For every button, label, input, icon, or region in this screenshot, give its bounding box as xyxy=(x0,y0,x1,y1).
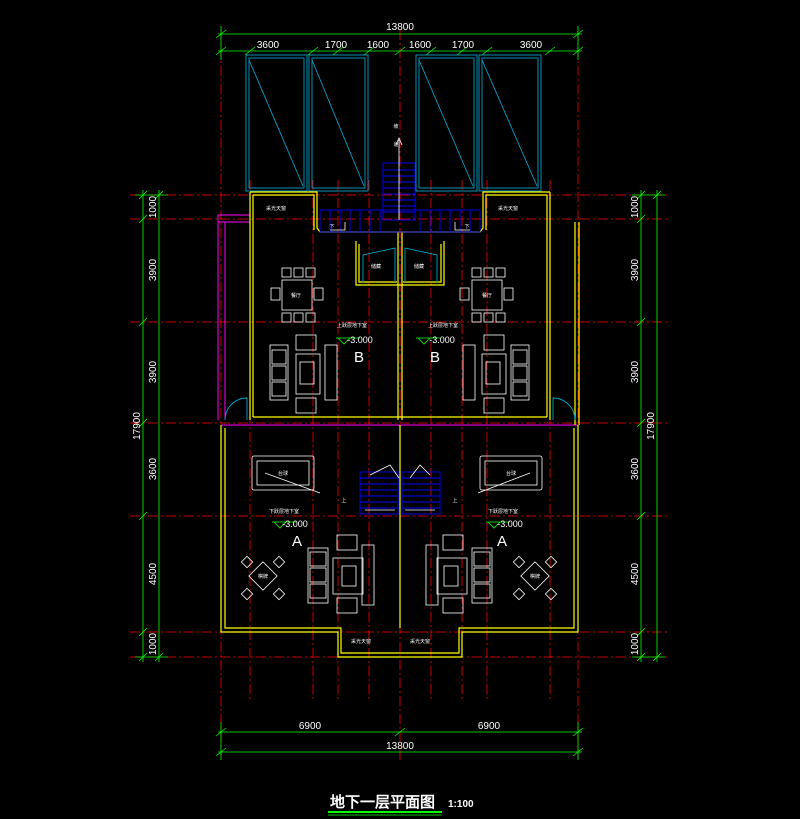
label-storage-2: 储藏 xyxy=(414,263,424,270)
dim-left-seg-6: 1000 xyxy=(148,632,159,655)
label-upper-bsmt-2: 上跃层地下室 xyxy=(428,322,458,329)
dim-top-seg-3: 1600 xyxy=(367,40,390,51)
dim-left-seg-2: 3900 xyxy=(148,258,159,281)
dim-right-seg-1: 1000 xyxy=(630,195,641,218)
dim-left-seg-5: 4500 xyxy=(148,562,159,585)
stair-arrows xyxy=(330,136,470,511)
label-chess-2: 棋牌 xyxy=(530,573,540,580)
dim-top-seg-6: 3600 xyxy=(520,40,543,51)
dim-top-total: 13800 xyxy=(386,22,414,33)
label-lower-bsmt-1: 下跃层地下室 xyxy=(269,508,299,515)
dim-left-seg-4: 3600 xyxy=(148,457,159,480)
dim-left-total: 17900 xyxy=(132,412,143,440)
drawing-title-block: 地下一层平面图 1:100 xyxy=(328,793,474,816)
skylight-glazing xyxy=(245,54,542,192)
unit-upper-right: B xyxy=(430,349,440,366)
dim-top-seg-5: 1700 xyxy=(452,40,475,51)
label-light-well-1: 采光天窗 xyxy=(266,205,286,212)
level-markers xyxy=(272,337,510,529)
axis-grid xyxy=(130,30,668,760)
room-labels: 采光天窗 采光天窗 采光天窗 采光天窗 餐厅 餐厅 储藏 储藏 上跃层地下室 上… xyxy=(258,123,540,645)
doors xyxy=(224,247,576,421)
label-light-well-2: 采光天窗 xyxy=(498,205,518,212)
label-light-well-3: 采光天窗 xyxy=(351,638,371,645)
label-down-1: 下 xyxy=(329,224,334,230)
level-lower-1: -3.000 xyxy=(282,519,308,529)
dim-right-seg-2: 3900 xyxy=(630,258,641,281)
level-labels: -3.000 -3.000 -3.000 -3.000 xyxy=(282,335,523,529)
unit-upper-left: B xyxy=(354,349,364,366)
dim-bottom-total: 13800 xyxy=(386,741,414,752)
dim-bottom-seg-1: 6900 xyxy=(299,721,322,732)
label-dining-1: 餐厅 xyxy=(291,292,301,299)
dimension-text: 13800 3600 1700 1600 1600 1700 3600 6900… xyxy=(132,22,657,752)
walls xyxy=(220,191,580,658)
level-upper-2: -3.000 xyxy=(429,335,455,345)
dim-left-seg-1: 1000 xyxy=(148,195,159,218)
dim-top-seg-4: 1600 xyxy=(409,40,432,51)
label-up-2: 上 xyxy=(452,497,457,504)
label-dining-2: 餐厅 xyxy=(482,292,492,299)
unit-lower-left: A xyxy=(292,533,302,550)
drawing-scale: 1:100 xyxy=(448,799,474,810)
dim-right-seg-6: 1000 xyxy=(630,632,641,655)
dim-right-seg-3: 3900 xyxy=(630,360,641,383)
level-upper-1: -3.000 xyxy=(347,335,373,345)
dim-top-seg-2: 1700 xyxy=(325,40,348,51)
dim-right-seg-5: 4500 xyxy=(630,562,641,585)
label-storage-1: 储藏 xyxy=(371,263,381,270)
dim-top-seg-1: 3600 xyxy=(257,40,280,51)
unit-lower-right: A xyxy=(497,533,507,550)
furniture xyxy=(240,267,558,614)
label-upper-bsmt-1: 上跃层地下室 xyxy=(337,322,367,329)
level-lower-2: -3.000 xyxy=(497,519,523,529)
dim-bottom-seg-2: 6900 xyxy=(478,721,501,732)
label-game-1: 台球 xyxy=(278,470,288,477)
label-lower-bsmt-2: 下跃层地下室 xyxy=(488,508,518,515)
label-down-2: 下 xyxy=(464,224,469,230)
dimension-lines xyxy=(135,26,665,760)
label-light-well-4: 采光天窗 xyxy=(410,638,430,645)
label-chess-1: 棋牌 xyxy=(258,573,268,580)
dim-right-total: 17900 xyxy=(646,412,657,440)
label-ramp-2: 道 xyxy=(393,141,398,148)
label-game-2: 台球 xyxy=(506,470,516,477)
dim-right-seg-4: 3600 xyxy=(630,457,641,480)
dim-left-seg-3: 3900 xyxy=(148,360,159,383)
label-up-1: 上 xyxy=(341,497,346,504)
unit-labels: B B A A xyxy=(292,349,507,550)
drawing-title: 地下一层平面图 xyxy=(330,793,435,811)
label-ramp-1: 坡 xyxy=(393,123,398,130)
